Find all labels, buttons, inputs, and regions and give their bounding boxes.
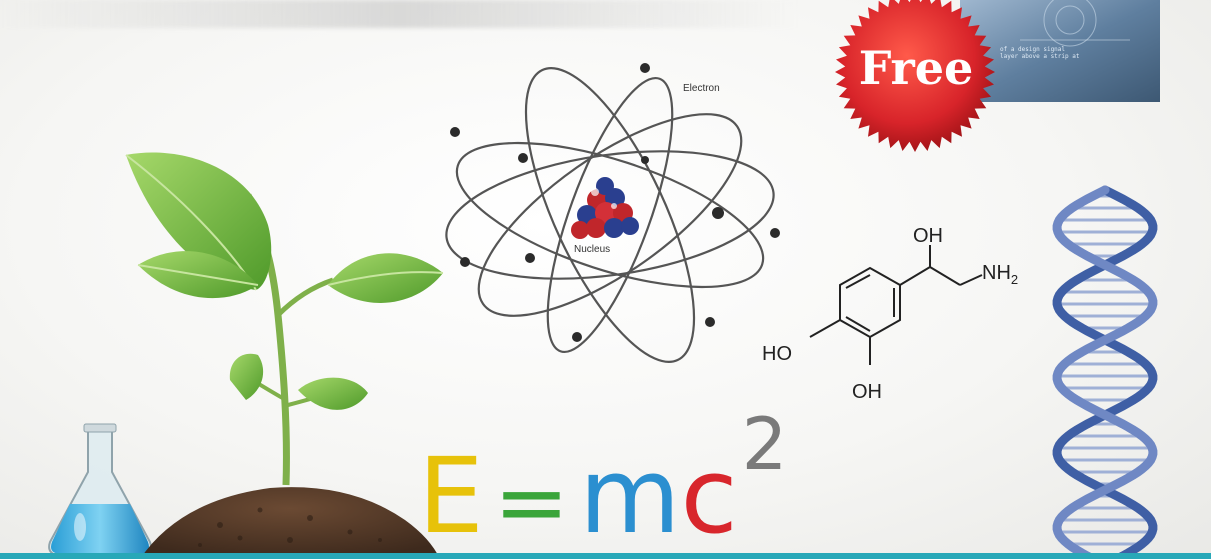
molecule-icon — [809, 245, 983, 365]
screen-text-line-1: of a design signal — [1000, 46, 1066, 53]
equation-mc: mc — [579, 444, 738, 548]
free-badge-icon — [835, 0, 995, 152]
equation-e: E — [418, 435, 484, 557]
screen-text-line-2: layer above a strip at — [1000, 53, 1080, 60]
dna-helix-icon — [1052, 185, 1158, 559]
molecule-ho-left: HO — [762, 343, 792, 365]
molecule-nh2-subscript: 2 — [1010, 272, 1019, 287]
bottom-accent-bar — [0, 553, 1211, 559]
soil-mound-icon — [140, 487, 440, 559]
equation-e-mc2: E = mc 2 — [418, 408, 787, 557]
faded-heading-strip — [0, 0, 800, 28]
equation-m: m — [579, 435, 681, 557]
equation-equals: = — [493, 450, 570, 555]
molecule-oh-top: OH — [913, 225, 943, 247]
flask-icon — [48, 423, 152, 557]
tablet-screen-icon — [960, 0, 1160, 102]
electron-label: Electron — [683, 83, 720, 94]
atom-icon — [445, 63, 780, 363]
molecule-nh2: NH2 — [982, 262, 1018, 287]
free-badge-label: Free — [858, 41, 974, 95]
molecule-oh-bottom: OH — [852, 381, 882, 403]
equation-c: c — [680, 435, 738, 557]
equation-exponent: 2 — [741, 402, 788, 486]
nucleus-label: Nucleus — [574, 244, 611, 255]
seedling-plant-icon — [125, 152, 444, 486]
molecule-nh2-label: NH — [982, 262, 1011, 284]
